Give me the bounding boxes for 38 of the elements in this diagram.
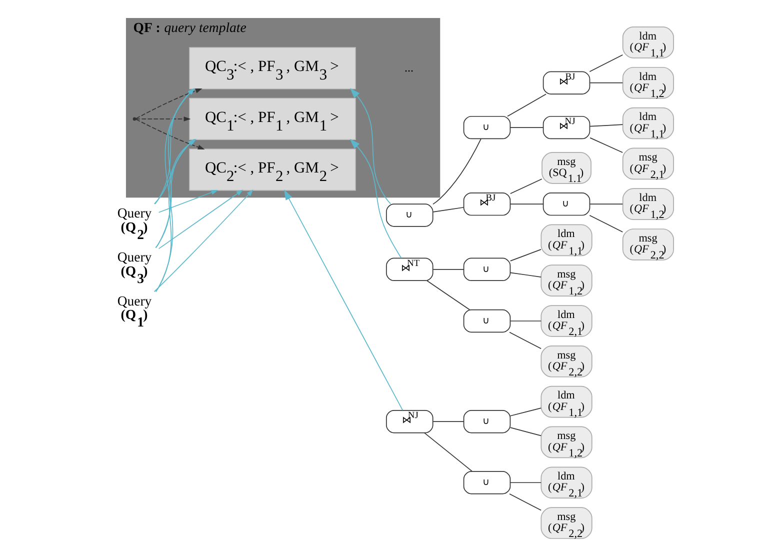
arrow: [153, 190, 253, 292]
node-box: ∪: [462, 309, 510, 333]
node-box: ∪: [385, 204, 433, 227]
arrow: [284, 190, 403, 411]
arrow: [134, 116, 190, 122]
connector: [509, 272, 541, 278]
connector: [432, 138, 481, 205]
connector: [509, 482, 541, 484]
connector: [509, 178, 542, 194]
connector: [508, 493, 542, 511]
connector: [508, 332, 542, 350]
arrow: [349, 88, 391, 204]
connector: [509, 320, 541, 322]
connector: [588, 54, 623, 72]
arrow: [158, 190, 218, 213]
connector: [589, 124, 623, 127]
node-box: ∪: [542, 192, 590, 216]
label: ...: [404, 60, 413, 74]
connector: [589, 137, 623, 153]
connector: [506, 94, 546, 117]
connector: [432, 421, 464, 422]
connector: [432, 268, 464, 270]
node-box: ∪: [462, 258, 510, 282]
node-box: ∪: [462, 116, 510, 140]
arrow: [158, 190, 243, 250]
connector: [509, 249, 541, 262]
node-box: ∪: [462, 471, 510, 494]
connector: [509, 127, 544, 128]
connector: [509, 427, 541, 436]
connector: [589, 82, 623, 84]
arrow: [135, 118, 204, 150]
node-box: ∪: [462, 410, 510, 434]
arrow: [349, 138, 402, 259]
connector: [426, 280, 470, 310]
connector: [588, 214, 623, 232]
connector: [509, 408, 541, 416]
connector: [432, 206, 464, 212]
connector: [423, 432, 472, 472]
